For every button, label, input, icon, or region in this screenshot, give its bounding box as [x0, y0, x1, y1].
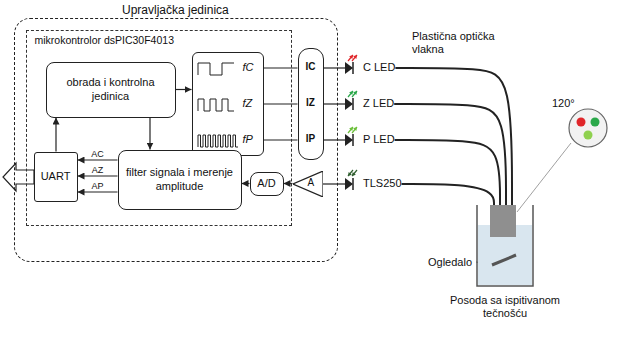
led-emitter: C LED [340, 58, 395, 78]
signal-line [149, 118, 150, 150]
signal-line [264, 103, 298, 104]
diode-lead [340, 183, 345, 184]
signal-line [242, 183, 250, 184]
diode-bar [352, 62, 354, 74]
node-text: P LED [363, 133, 395, 146]
red-fiber-end [577, 118, 586, 127]
photodiode: TLS250 [340, 174, 402, 194]
signal-line [176, 89, 192, 90]
optical-fiber [402, 184, 494, 205]
node-text: TLS250 [363, 177, 402, 190]
led-emitter: P LED [340, 130, 395, 150]
mirror [492, 255, 516, 265]
optical-fiber [395, 68, 512, 205]
diode-lead [340, 139, 345, 140]
signal-amplitude-label: AP [90, 181, 104, 191]
diode-body [345, 98, 353, 110]
light-green-fiber-end [584, 131, 593, 140]
node-text: obrada i kontrolna jedinica [51, 76, 171, 102]
light-ray [352, 127, 357, 133]
diode-body [345, 178, 353, 190]
amplifier-triangle: A [293, 171, 323, 197]
square-wave [198, 99, 234, 111]
liquid-vessel: Posoda sa ispitivanom tečnošću [476, 205, 534, 287]
light-ray-head [353, 127, 357, 131]
node-text: IP [299, 133, 323, 145]
processing-box: obrada i kontrolna jedinica [46, 62, 176, 118]
node-text: fZ [243, 97, 253, 110]
light-ray-head [353, 55, 357, 59]
light-ray [352, 55, 357, 61]
diode-bar [352, 98, 354, 110]
filter-box: filter signala i merenje amplitude [118, 150, 242, 210]
signal-line [78, 191, 118, 192]
diode-body [345, 134, 353, 146]
node-text: Posoda sa ispitivanom tečnošću [440, 294, 570, 320]
signal-line [264, 67, 298, 68]
light-ray-head [349, 55, 353, 59]
fiber-cross-section [569, 109, 607, 147]
cross-section-pointer [517, 143, 571, 212]
node-text: A [308, 177, 315, 189]
light-ray [352, 170, 357, 176]
region-title: Upravljačka jedinica [119, 3, 232, 17]
signal-amplitude-label: AC [90, 149, 105, 159]
diode-lead [340, 67, 345, 68]
signal-amplitude-label: AZ [91, 165, 105, 175]
control-unit-housing: Upravljačka jedinicamikrokontrolor dsPIC… [14, 18, 338, 262]
current-source-box: IC IZ IP [298, 48, 324, 160]
fiber-label: Plastična optička vlakna [412, 30, 516, 56]
uart-output-arrow [3, 163, 34, 191]
signal-line [78, 159, 118, 160]
node-text: UART [41, 170, 71, 183]
led-symbol [340, 58, 360, 78]
signal-line [55, 118, 56, 152]
green-fiber-end [591, 118, 600, 127]
node-text: filter signala i merenje amplitude [123, 166, 237, 192]
region-title: mikrokontrolor dsPIC30F4013 [35, 34, 174, 47]
light-ray [352, 91, 357, 97]
led-emitter: Z LED [340, 94, 394, 114]
node-text: C LED [363, 61, 395, 74]
square-wave [198, 63, 234, 75]
node-text: IZ [299, 97, 323, 109]
fiber-bundle-end [490, 205, 516, 237]
vessel-wall [477, 205, 533, 286]
light-ray-head [352, 172, 356, 176]
signal-line [78, 175, 118, 176]
adc-box: A/D [250, 172, 284, 196]
angle-label: 120° [552, 97, 575, 110]
diode-lead [340, 103, 345, 104]
diode-bar [352, 178, 354, 190]
amplifier-outline [293, 171, 323, 197]
diode-body [345, 62, 353, 74]
light-ray-head [348, 172, 352, 176]
node-text: fP [243, 133, 253, 146]
signal-line [264, 139, 298, 140]
mirror-label: Ogledalo [428, 256, 472, 269]
light-ray-head [349, 91, 353, 95]
vessel-drawing [476, 205, 534, 287]
node-text: fC [243, 61, 254, 74]
optical-fiber [395, 140, 500, 205]
photodiode-symbol [340, 174, 360, 194]
node-text: Z LED [363, 97, 394, 110]
light-ray-head [353, 91, 357, 95]
diode-bar [352, 134, 354, 146]
light-ray-head [349, 127, 353, 131]
uart-box: UART [34, 152, 78, 202]
led-symbol [340, 130, 360, 150]
signal-generator-box: fC fZ fP [192, 52, 264, 156]
node-text: IC [299, 61, 323, 73]
microcontroller-region: mikrokontrolor dsPIC30F4013 obrada i kont… [26, 30, 292, 226]
node-text: A/D [257, 177, 275, 190]
led-symbol [340, 94, 360, 114]
optical-fiber [394, 104, 506, 205]
square-wave [198, 135, 238, 147]
